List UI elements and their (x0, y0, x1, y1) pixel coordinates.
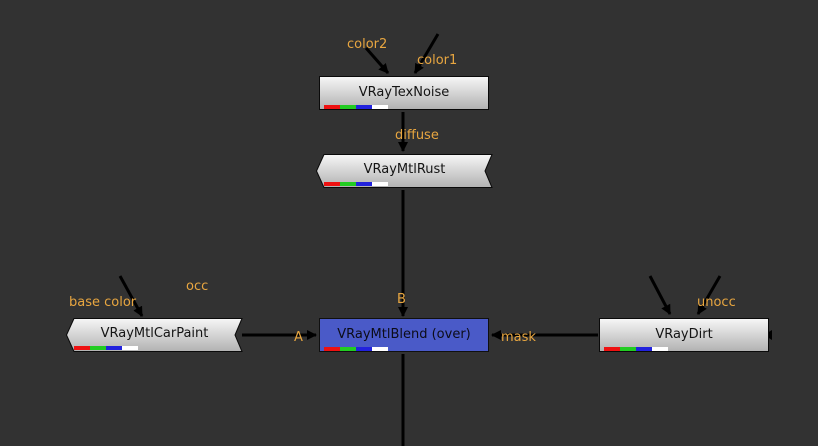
edge-noise-color2 (364, 47, 390, 74)
input-label-unocc: unocc (697, 295, 736, 310)
input-label-color1: color1 (417, 53, 458, 68)
edge-carpaint-basecolor (118, 275, 144, 317)
input-label-occ: occ (186, 279, 209, 294)
node-title: VRayMtlRust (363, 162, 446, 177)
node-title: VRayMtlBlend (over) (337, 327, 471, 342)
channel-r (604, 347, 620, 351)
node-title: VRayDirt (655, 327, 713, 342)
node-vray-tex-noise[interactable]: VRayTexNoise (319, 76, 489, 110)
input-label-color2: color2 (347, 37, 388, 52)
channel-g (620, 347, 636, 351)
channel-g (90, 346, 106, 350)
channel-r (324, 105, 340, 109)
channel-r (74, 346, 90, 350)
edge-dirt-input2 (696, 275, 722, 315)
edge-noise-color1 (413, 33, 440, 74)
node-vray-mtl-car-paint[interactable]: VRayMtlCarPaint (66, 318, 243, 352)
channel-b (356, 347, 372, 351)
node-vray-mtl-blend[interactable]: VRayMtlBlend (over) (319, 318, 489, 352)
channel-a (122, 346, 138, 350)
input-label-mask: mask (501, 330, 536, 345)
channel-a (652, 347, 668, 351)
channel-g (340, 182, 356, 186)
input-label-b: B (397, 292, 406, 307)
channel-b (356, 105, 372, 109)
node-title: VRayTexNoise (358, 85, 450, 100)
channel-a (372, 182, 388, 186)
input-label-base-color: base color (69, 295, 137, 310)
channel-b (106, 346, 122, 350)
node-vray-dirt[interactable]: VRayDirt (599, 318, 769, 352)
node-shape (66, 318, 243, 352)
channel-b (356, 182, 372, 186)
channel-b (636, 347, 652, 351)
channel-a (372, 347, 388, 351)
input-label-a: A (294, 330, 303, 345)
channel-r (324, 347, 340, 351)
channel-r (324, 182, 340, 186)
node-vray-mtl-rust[interactable]: VRayMtlRust (316, 154, 493, 188)
channel-g (340, 347, 356, 351)
edge-dirt-input1 (648, 275, 672, 315)
input-label-diffuse: diffuse (395, 128, 439, 143)
node-shape (316, 154, 493, 188)
channel-a (372, 105, 388, 109)
channel-g (340, 105, 356, 109)
node-title: VRayMtlCarPaint (100, 326, 209, 341)
